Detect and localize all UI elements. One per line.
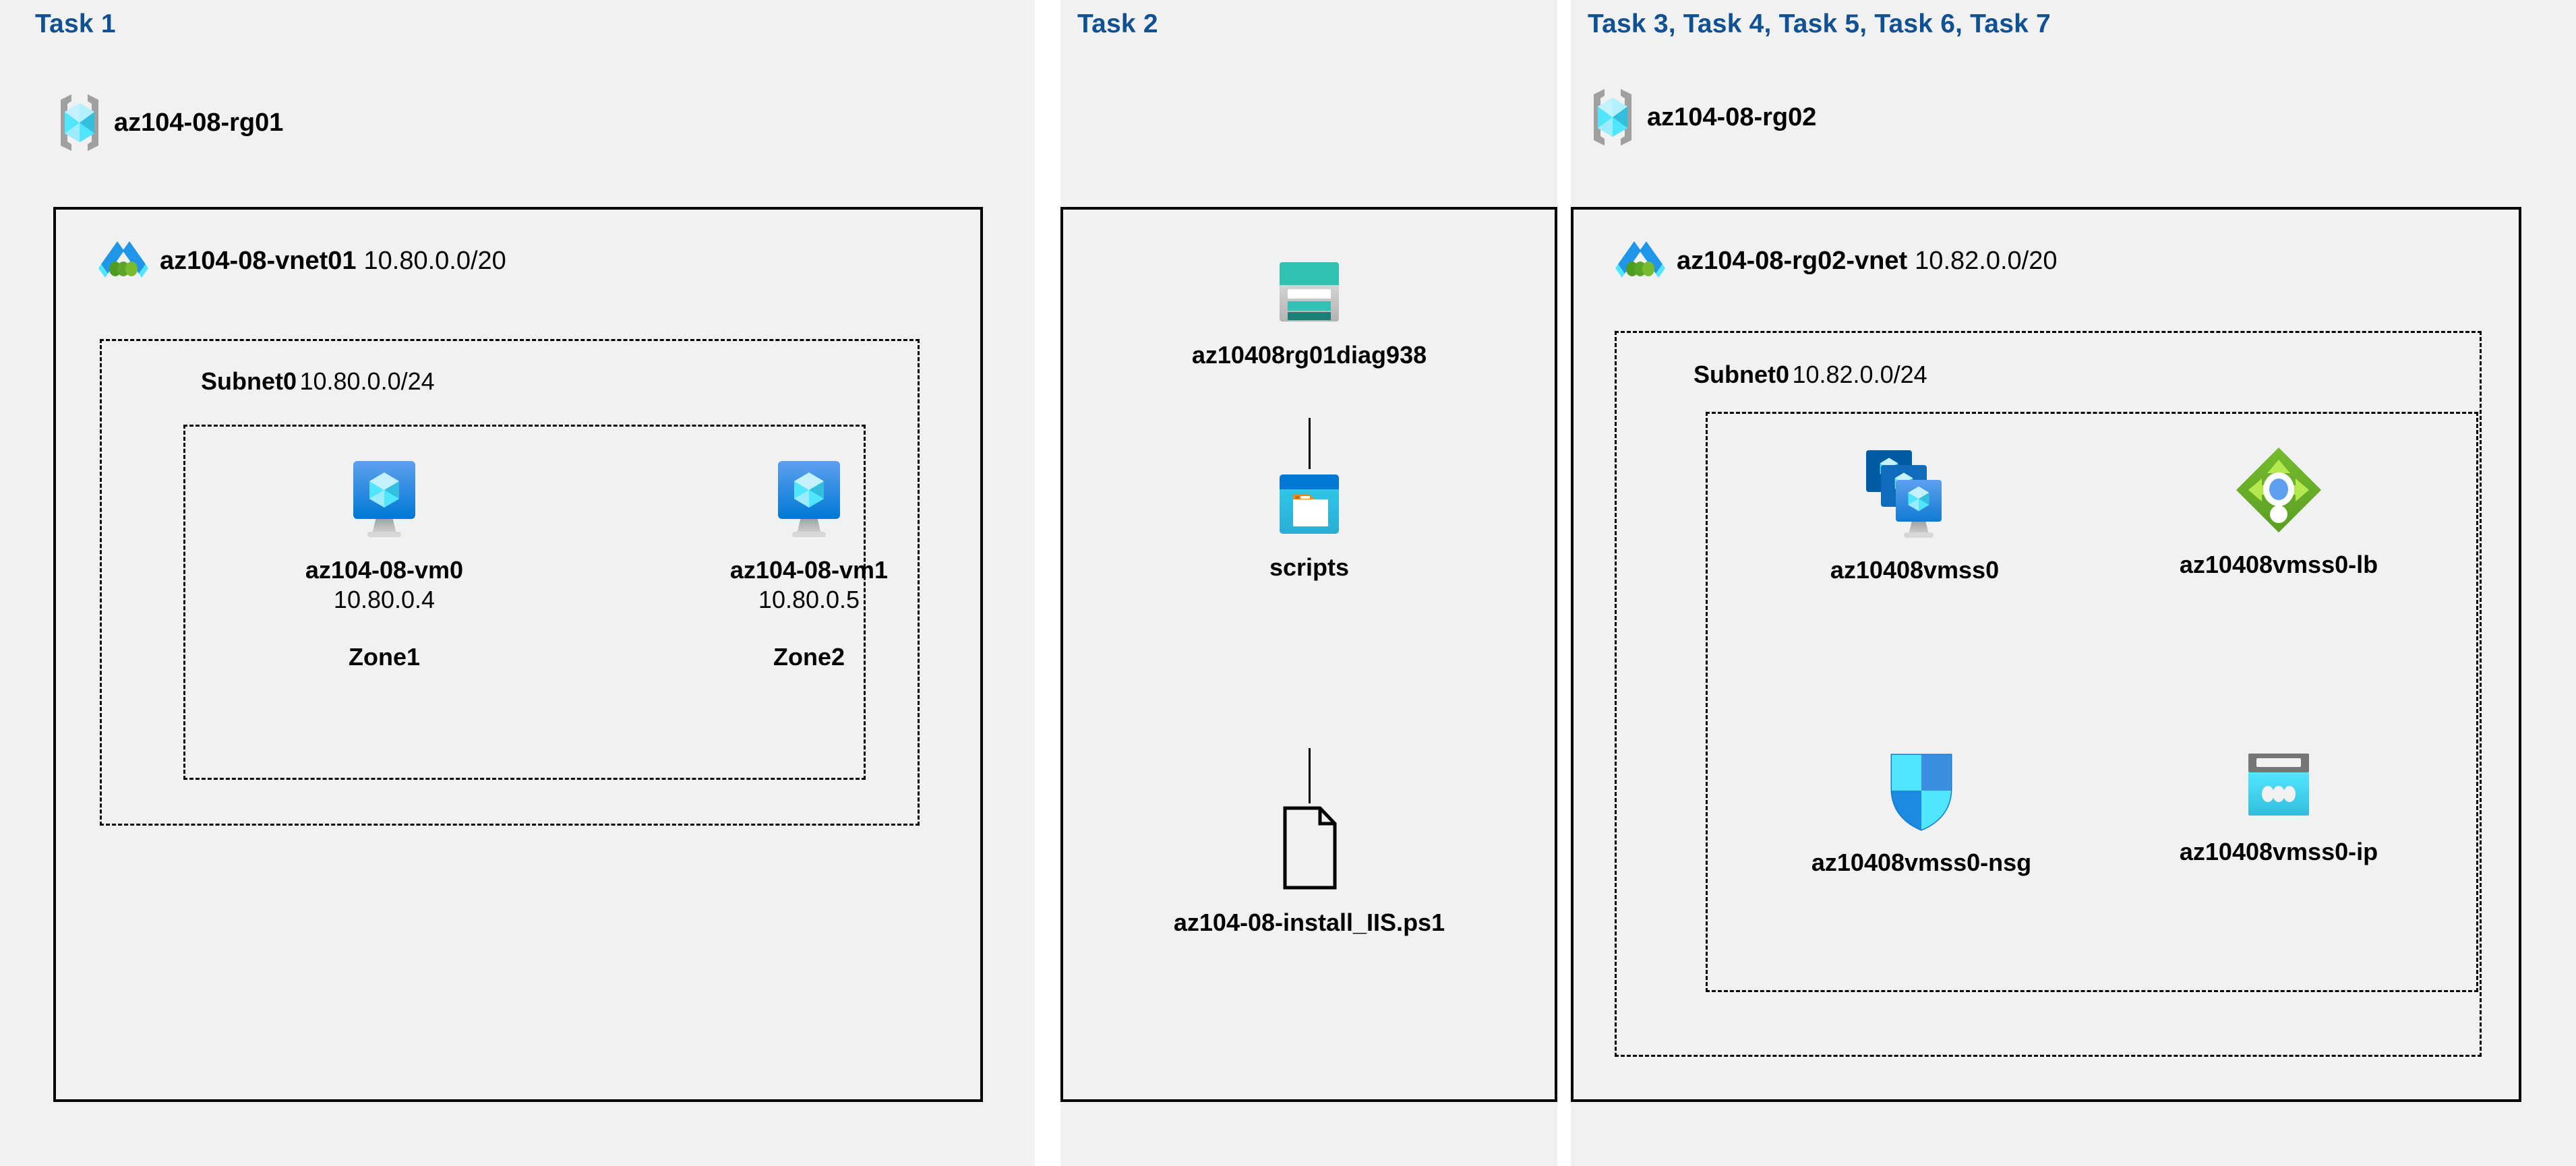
network-security-group-node[interactable]: az10408vmss0-nsg — [1787, 749, 2056, 878]
connector-scripts-to-file — [1309, 748, 1311, 803]
vnet-row-right: az104-08-rg02-vnet 10.82.0.0/20 — [1611, 237, 2057, 284]
virtual-network-icon — [94, 237, 152, 284]
subnet-cidr-left: 10.80.0.0/24 — [299, 367, 435, 395]
vnet-box-az104-08-vnet01 — [53, 207, 983, 1102]
virtual-machine-icon — [339, 453, 429, 542]
blob-container-node[interactable]: scripts — [1188, 472, 1431, 582]
vm-scale-set-label: az10408vmss0 — [1830, 556, 2000, 584]
subnet-label-left: Subnet0 10.80.0.0/24 — [201, 367, 435, 396]
storage-account-node[interactable]: az10408rg01diag938 — [1188, 259, 1431, 370]
subnet-name-left: Subnet0 — [201, 367, 297, 395]
virtual-machine-icon — [764, 453, 854, 542]
resource-group-row-rg02: az104-08-rg02 — [1586, 86, 1816, 148]
task2-title: Task 2 — [1077, 9, 1158, 38]
subnet-label-right: Subnet0 10.82.0.0/24 — [1694, 361, 1927, 389]
vm-zone-1: Zone2 — [773, 642, 845, 671]
file-icon — [1274, 804, 1344, 892]
vnet-cidr-right: 10.82.0.0/20 — [1915, 246, 2058, 275]
vnet-name-right: az104-08-rg02-vnet — [1677, 246, 1908, 275]
storage-account-label: az10408rg01diag938 — [1191, 341, 1427, 369]
vm-scale-set-icon — [1861, 445, 1969, 546]
task1-title: Task 1 — [35, 9, 116, 38]
vnet-cidr-left: 10.80.0.0/20 — [363, 246, 506, 275]
public-ip-address-node[interactable]: az10408vmss0-ip — [2144, 749, 2414, 867]
availability-zone-box-left — [183, 425, 866, 780]
virtual-network-icon — [1611, 237, 1669, 284]
task1-panel — [0, 0, 1035, 1166]
public-ip-address-icon — [2242, 749, 2316, 822]
vnet-row-left: az104-08-vnet01 10.80.0.0/20 — [94, 237, 506, 284]
vm-node-1[interactable]: az104-08-vm1 10.80.0.5 Zone2 — [688, 453, 930, 671]
task3-panel — [1571, 0, 2576, 1166]
vnet-box-az104-08-rg02-vnet — [1571, 207, 2521, 1102]
file-label: az104-08-install_IIS.ps1 — [1173, 909, 1445, 936]
load-balancer-label: az10408vmss0-lb — [2179, 551, 2378, 578]
subnet-name-right: Subnet0 — [1694, 361, 1790, 388]
vmss-group-box-right — [1706, 412, 2478, 992]
task3-title: Task 3, Task 4, Task 5, Task 6, Task 7 — [1588, 9, 2051, 38]
task2-panel — [1060, 0, 1557, 1166]
load-balancer-node[interactable]: az10408vmss0-lb — [2144, 445, 2414, 580]
blob-container-label: scripts — [1269, 553, 1350, 581]
storage-account-icon — [1277, 259, 1342, 324]
resource-group-label-rg02: az104-08-rg02 — [1647, 102, 1817, 131]
resource-group-row-rg01: az104-08-rg01 — [53, 92, 283, 154]
resource-group-icon — [53, 92, 107, 154]
vnet-name-left: az104-08-vnet01 — [160, 246, 357, 275]
task2-content-box — [1060, 207, 1557, 1102]
file-node[interactable]: az104-08-install_IIS.ps1 — [1174, 804, 1445, 938]
vm-name-1: az104-08-vm1 — [729, 556, 889, 584]
vm-zone-0: Zone1 — [348, 642, 420, 671]
load-balancer-icon — [2234, 445, 2324, 535]
subnet-box-left — [100, 339, 920, 826]
vm-ip-0: 10.80.0.4 — [333, 585, 436, 613]
resource-group-icon — [1586, 86, 1640, 148]
resource-group-label-rg01: az104-08-rg01 — [114, 108, 284, 137]
vm-node-0[interactable]: az104-08-vm0 10.80.0.4 Zone1 — [263, 453, 506, 671]
network-security-group-label: az10408vmss0-nsg — [1811, 849, 2032, 876]
network-security-group-icon — [1884, 749, 1959, 833]
vm-scale-set-node[interactable]: az10408vmss0 — [1780, 445, 2049, 585]
subnet-box-right — [1615, 331, 2482, 1057]
public-ip-address-label: az10408vmss0-ip — [2179, 838, 2378, 865]
blob-container-icon — [1277, 472, 1342, 536]
vm-ip-1: 10.80.0.5 — [758, 585, 860, 613]
subnet-cidr-right: 10.82.0.0/24 — [1792, 361, 1927, 388]
vm-name-0: az104-08-vm0 — [305, 556, 464, 584]
connector-storage-to-scripts — [1309, 418, 1311, 469]
